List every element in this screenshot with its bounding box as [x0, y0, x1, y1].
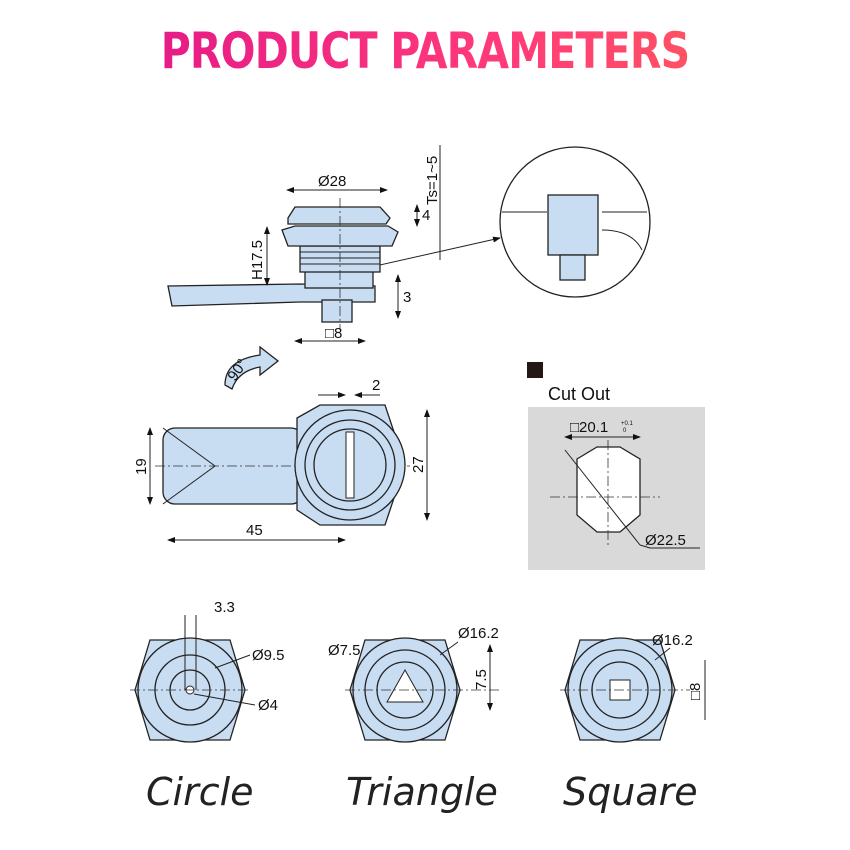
- dim-length: 45: [246, 522, 263, 539]
- variant-circle: 3.3 Ø9.5 Ø4: [130, 599, 285, 743]
- cutout-diameter: Ø22.5: [645, 532, 686, 549]
- dim-head: 4: [422, 207, 430, 224]
- side-view: Ø28 H17.5 4 Ts=1~5 3 □8 90°: [167, 145, 501, 390]
- circle-dim-2: Ø9.5: [252, 647, 285, 664]
- top-view: 2 19 27 45: [133, 377, 430, 543]
- variant-triangle: 7.5 Ø7.5 Ø16.2: [328, 625, 500, 743]
- dim-diameter: Ø28: [318, 173, 346, 190]
- page-title: PRODUCT PARAMETERS: [77, 22, 774, 80]
- cutout-tolerance-lower: 0: [623, 428, 627, 434]
- cut-out: Cut Out □20.1 +0.1 0 Ø22.5: [527, 362, 705, 570]
- caption-triangle: Triangle: [346, 770, 498, 814]
- variant-square: □8 Ø16.2: [560, 632, 706, 743]
- dim-cam-width: 19: [133, 458, 150, 475]
- dim-square: □8: [325, 325, 342, 342]
- circle-dim-3: Ø4: [258, 697, 278, 714]
- triangle-dim-2: Ø16.2: [458, 625, 499, 642]
- dim-height: H17.5: [249, 240, 266, 280]
- triangle-dim-1: Ø7.5: [328, 642, 361, 659]
- dim-cam: 3: [403, 289, 411, 306]
- circle-dim-1: 3.3: [214, 599, 235, 616]
- dim-width: 2: [372, 377, 380, 394]
- dim-body: 27: [410, 456, 427, 473]
- dim-thickness: Ts=1~5: [424, 156, 441, 205]
- cutout-tolerance-upper: +0.1: [621, 421, 634, 427]
- detail-view: [499, 146, 651, 298]
- cutout-square: □20.1: [570, 419, 608, 436]
- caption-square: Square: [563, 770, 698, 814]
- caption-circle: Circle: [146, 770, 254, 814]
- triangle-dim-3: 7.5: [473, 669, 490, 690]
- square-dim-2: □8: [687, 683, 704, 700]
- square-dim-1: Ø16.2: [652, 632, 693, 649]
- cutout-label: Cut Out: [548, 384, 610, 404]
